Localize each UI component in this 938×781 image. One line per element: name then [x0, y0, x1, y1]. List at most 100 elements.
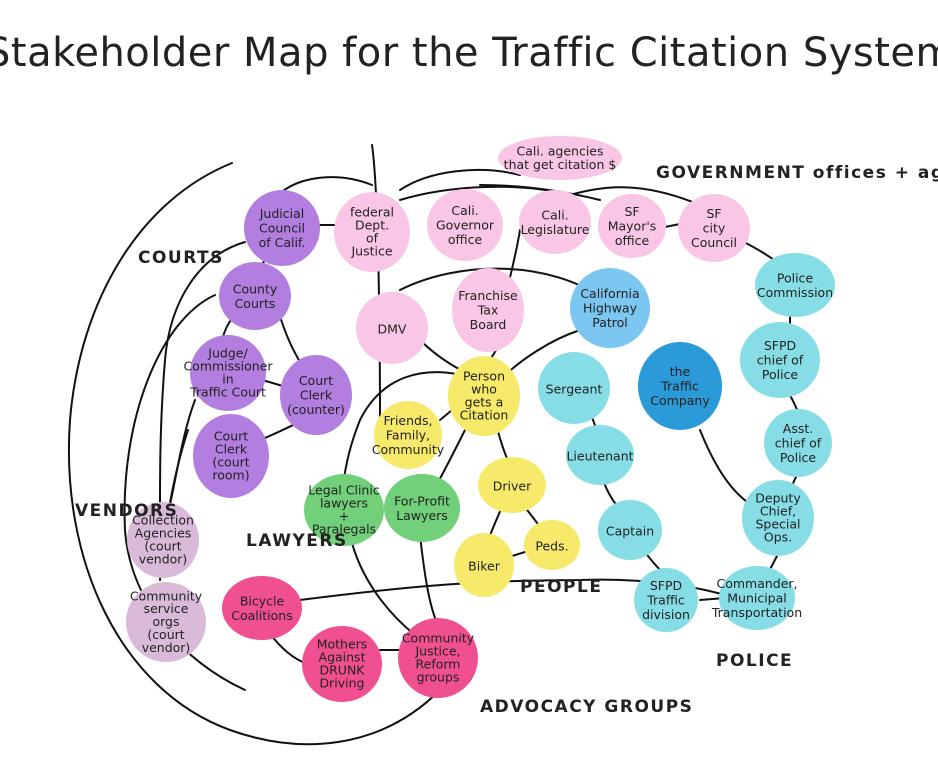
node-label-line: the: [670, 364, 691, 379]
connection-line: [419, 534, 441, 631]
node-label-line: that get citation $: [504, 157, 617, 172]
node-blob: [478, 457, 546, 513]
group-label-vendors: VENDORS: [75, 501, 178, 521]
node-label-line: SFPD: [650, 578, 682, 593]
node-blob: [740, 322, 820, 398]
node-blob: [190, 335, 266, 411]
node-blob: [374, 401, 442, 469]
node-label-line: lawyers: [320, 496, 368, 511]
node-label-line: who: [471, 382, 497, 397]
node-label-line: Lieutenant: [566, 449, 633, 464]
node-blob: [634, 568, 698, 632]
connection-line: [559, 186, 701, 206]
node-label-line: Commission: [757, 285, 833, 300]
node-label-line: city: [703, 221, 726, 236]
stakeholder-dmv: DMV: [356, 292, 428, 364]
node-label-line: Paralegals: [312, 521, 376, 536]
node-label-line: Peds.: [535, 539, 568, 554]
stakeholder-sergeant: Sergeant: [538, 352, 610, 424]
node-label-line: (court: [212, 455, 249, 470]
node-label-line: Person: [463, 369, 505, 384]
node-label-line: California: [580, 286, 639, 301]
node-label-line: Community: [402, 631, 475, 646]
node-blob: [638, 342, 722, 430]
node-blob: [126, 582, 206, 662]
node-blob: [448, 356, 520, 436]
node-label-line: Council: [259, 221, 305, 236]
stakeholder-captain: Captain: [598, 500, 662, 560]
node-blob: [454, 533, 514, 597]
connection-line: [277, 176, 373, 196]
node-label-line: of Calif.: [259, 235, 306, 250]
node-label-line: Municipal: [727, 591, 787, 606]
node-blob: [598, 194, 666, 258]
node-blob: [519, 190, 591, 254]
node-label-line: (counter): [287, 402, 345, 417]
connection-line: [479, 184, 601, 201]
node-label-line: Sergeant: [546, 382, 603, 397]
node-label-line: chief of: [757, 353, 804, 368]
node-blob: [334, 192, 410, 272]
node-label-line: Driver: [493, 479, 532, 494]
node-blob: [524, 520, 580, 570]
node-label-line: groups: [417, 669, 460, 684]
node-label-line: Courts: [235, 296, 276, 311]
node-label-line: Reform: [416, 657, 461, 672]
node-label-line: Police: [780, 450, 817, 465]
node-label-line: Lawyers: [396, 508, 448, 523]
node-label-line: Governor: [436, 218, 495, 233]
node-label-line: Driving: [320, 675, 365, 690]
node-blob: [678, 194, 750, 262]
node-label-line: Cali. agencies: [516, 144, 603, 159]
node-label-line: federal: [350, 205, 394, 220]
node-label-line: Ops.: [764, 529, 792, 544]
node-blob: [302, 626, 382, 702]
node-label-line: (court: [144, 539, 181, 554]
group-label-police: POLICE: [716, 651, 793, 671]
stakeholder-driver: Driver: [478, 457, 546, 513]
node-label-line: Patrol: [592, 315, 628, 330]
node-blob: [742, 480, 814, 556]
node-label-line: Cali.: [451, 203, 478, 218]
group-label-advocacy: ADVOCACY GROUPS: [480, 697, 693, 717]
node-label-line: Highway: [583, 301, 638, 316]
node-label-line: County: [233, 281, 278, 296]
node-label-line: Franchise: [458, 288, 518, 303]
connection-line: [399, 169, 521, 191]
node-label-line: Police: [777, 270, 814, 285]
node-label-line: vendor): [139, 551, 188, 566]
node-label-line: Court: [214, 429, 248, 444]
node-label-line: (court: [147, 627, 184, 642]
node-label-line: SF: [706, 206, 721, 221]
node-blob: [280, 355, 352, 435]
stakeholder-peds: Peds.: [524, 520, 580, 570]
connection-line: [439, 409, 453, 421]
node-label-line: Council: [691, 235, 737, 250]
node-label-line: Family,: [386, 428, 430, 443]
node-label-line: Police: [762, 367, 799, 382]
group-label-government: GOVERNMENT offices + agencies: [656, 163, 938, 183]
stakeholder-cali-legislature: Cali.Legislature: [519, 190, 591, 254]
node-label-line: Traffic: [646, 593, 685, 608]
node-label-line: office: [448, 232, 483, 247]
node-blob: [384, 474, 460, 542]
node-blob: [755, 253, 835, 317]
page-title: Stakeholder Map for the Traffic Citation…: [0, 30, 938, 76]
